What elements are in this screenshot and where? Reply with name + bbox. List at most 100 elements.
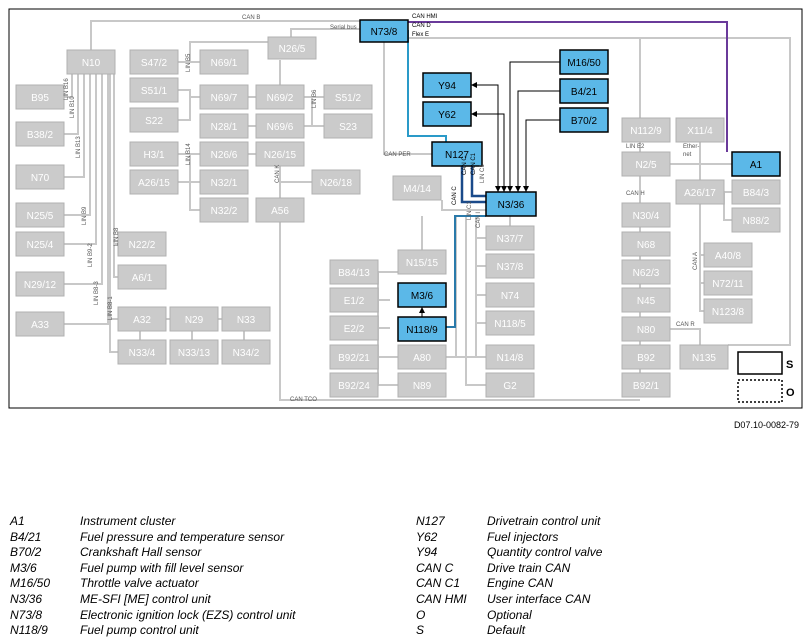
state-default-box	[737, 351, 783, 375]
node-rect	[621, 344, 671, 370]
node-label: N14/8	[497, 353, 524, 364]
node-rect	[267, 36, 317, 60]
node-box: S47/2	[129, 49, 179, 75]
node-label: N26/18	[320, 178, 353, 189]
line-label: CAN C	[462, 156, 468, 175]
node-box: N74	[485, 282, 535, 308]
node-rect	[329, 372, 379, 398]
node-label: N70	[31, 173, 50, 184]
node-rect	[199, 197, 249, 223]
node-label: N25/4	[27, 240, 54, 251]
node-rect	[621, 372, 671, 398]
node-box: N123/8	[703, 298, 753, 324]
node-rect	[703, 298, 753, 324]
line-label: LIN B5	[186, 53, 192, 72]
node-rect	[329, 344, 379, 370]
node-rect	[675, 179, 725, 205]
node-label: N69/6	[267, 122, 294, 133]
legend-description: ME-SFI [ME] control unit	[80, 592, 211, 606]
node-box: N68	[621, 231, 671, 257]
node-box: N26/18	[311, 169, 361, 195]
node-box: S51/2	[323, 84, 373, 110]
node-box: N69/6	[255, 113, 305, 139]
node-box: X11/4	[675, 117, 725, 143]
node-rect	[329, 259, 379, 285]
node-rect	[621, 202, 671, 228]
node-rect	[422, 101, 472, 127]
line-label: Serial bus	[330, 25, 357, 31]
can-hmi-line	[408, 21, 728, 152]
node-box: N69/7	[199, 84, 249, 110]
legend-description: Instrument cluster	[80, 514, 176, 528]
legend-code: CAN C	[416, 560, 454, 575]
legend-description: Quantity control valve	[487, 545, 603, 560]
node-box: S51/1	[129, 77, 179, 103]
node-box: N29	[169, 306, 219, 332]
node-box: N135	[679, 344, 729, 370]
line-label: LIN B9-2	[88, 243, 94, 267]
node-box: M16/50	[559, 49, 609, 75]
node-box: N112/9	[621, 117, 671, 143]
node-box: N29/12	[15, 271, 65, 297]
node-label: B95	[31, 93, 49, 104]
node-rect	[559, 107, 609, 133]
node-box: N33	[221, 306, 271, 332]
can-c1-line-2	[470, 166, 486, 198]
node-box: A26/17	[675, 179, 725, 205]
node-label: S23	[339, 122, 357, 133]
node-label: H3/1	[143, 150, 165, 161]
node-box: N89	[397, 372, 447, 398]
document-id: D07.10-0082-79	[733, 420, 799, 430]
node-label: A80	[413, 353, 431, 364]
node-rect	[675, 117, 725, 143]
line-label: LIN B8	[114, 227, 120, 246]
node-label: N69/1	[211, 58, 238, 69]
node-box: N33/13	[169, 339, 219, 365]
node-box: G2	[485, 372, 535, 398]
node-box: N88/2	[731, 207, 781, 233]
node-rect	[485, 191, 537, 217]
node-rect	[485, 253, 535, 279]
node-rect	[199, 113, 249, 139]
node-label: Y94	[438, 81, 456, 92]
node-box: S22	[129, 107, 179, 133]
legend-code: CAN HMI	[416, 592, 467, 606]
node-label: B84/13	[338, 268, 370, 279]
line-label: LIN B8-3	[94, 281, 100, 305]
state-optional-box	[737, 379, 783, 403]
node-box: H3/1	[129, 141, 179, 167]
legend-description: Engine CAN	[487, 576, 554, 591]
node-label: S51/2	[335, 93, 362, 104]
node-label: S47/2	[141, 58, 168, 69]
legend-code: N3/36	[10, 592, 43, 606]
node-box: N26/5	[267, 36, 317, 60]
node-label: N62/3	[633, 268, 660, 279]
legend-code: B4/21	[10, 529, 42, 544]
node-label: N112/9	[630, 126, 662, 137]
node-rect	[199, 49, 249, 75]
node-box: N28/1	[199, 113, 249, 139]
line-label: LIN B6	[312, 89, 318, 108]
node-label: N25/5	[27, 211, 54, 222]
node-label: N33/4	[129, 348, 156, 359]
node-label: N26/5	[279, 44, 306, 55]
node-rect	[15, 231, 65, 257]
node-box: N69/1	[199, 49, 249, 75]
node-box: N45	[621, 287, 671, 313]
node-label: E1/2	[344, 296, 365, 307]
node-label: N69/2	[267, 93, 294, 104]
node-box: B92	[621, 344, 671, 370]
node-rect	[15, 311, 65, 337]
node-box: A6/1	[117, 264, 167, 290]
legend-code: Y62	[416, 529, 438, 544]
node-rect	[199, 141, 249, 167]
node-rect	[15, 84, 65, 110]
line-label: CAN A	[693, 252, 699, 270]
line-label: CAN PER	[384, 152, 411, 158]
node-rect	[311, 169, 361, 195]
node-box: A56	[255, 197, 305, 223]
node-box: N3/36	[485, 191, 537, 217]
node-label: A33	[31, 320, 49, 331]
node-label: Y62	[438, 110, 456, 121]
node-rect	[731, 179, 781, 205]
